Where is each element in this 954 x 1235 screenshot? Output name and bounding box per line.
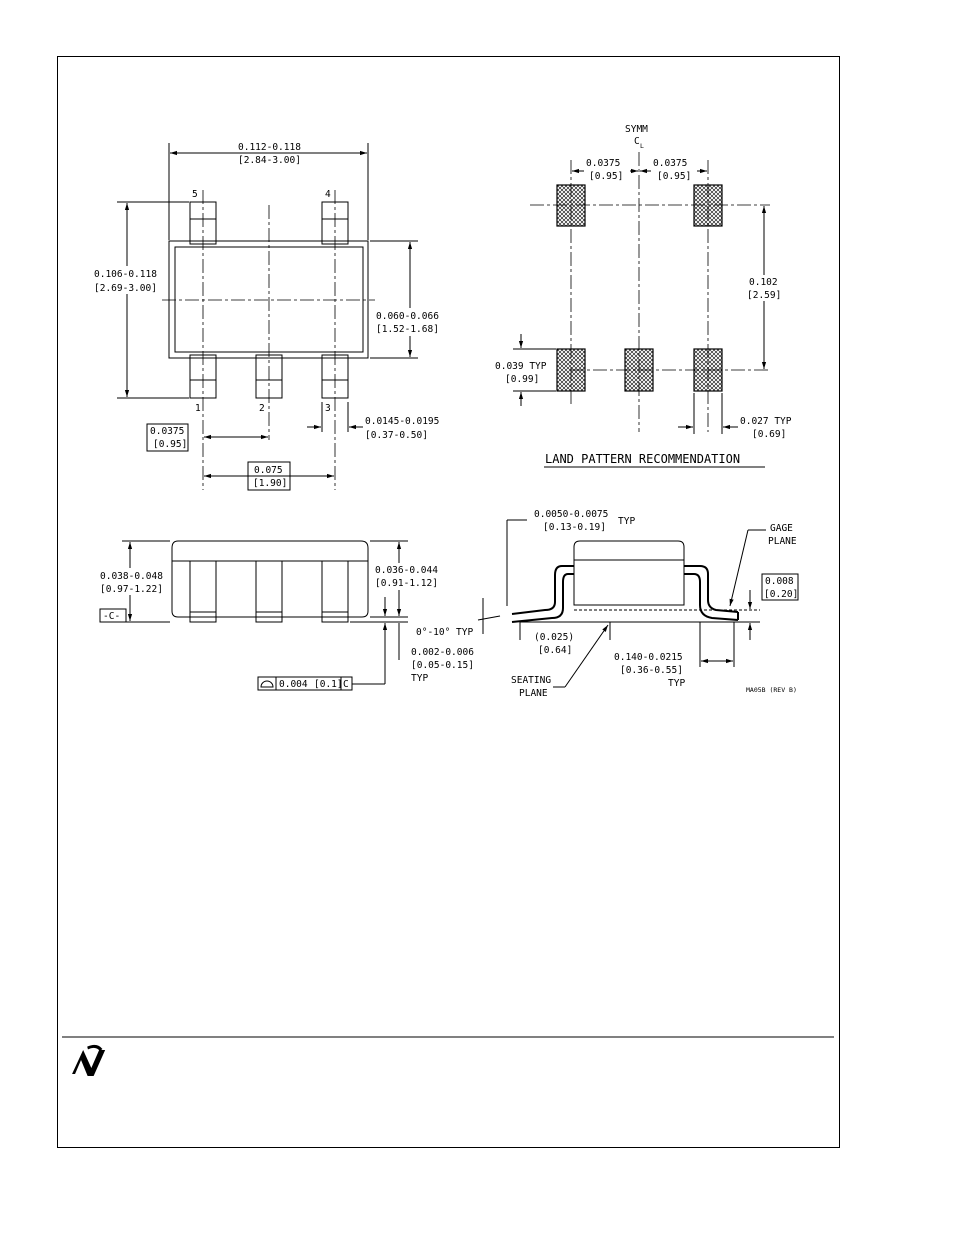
land-pad [556, 184, 586, 227]
row-spacing-mm-label: [2.59] [747, 290, 781, 301]
seating-plane-label-2: PLANE [519, 688, 548, 699]
pin-pitch-label: 0.0375 [150, 426, 184, 437]
angle-label: 0°-10° TYP [416, 627, 473, 638]
flatness-value: 0.004 [279, 679, 308, 690]
lead-width-label: 0.0145-0.0195 [365, 416, 439, 427]
land-pad [624, 348, 654, 392]
lead-thickness-mm-label: [0.13-0.19] [543, 522, 606, 533]
standoff-label: 0.002-0.006 [411, 647, 474, 658]
pad-width-label: 0.027 TYP [740, 416, 792, 427]
pad-width-mm-label: [0.69] [752, 429, 786, 440]
overall-length-label: 0.106-0.118 [94, 269, 157, 280]
side-lead [321, 560, 349, 623]
pin-1-label: 1 [195, 403, 201, 414]
seating-plane-label-1: SEATING [511, 675, 551, 686]
top-view: 0.112-0.118 [2.84-3.00] 5 4 1 2 3 0.106-… [92, 142, 444, 491]
detail-body [573, 540, 685, 606]
pitch-right-label: 0.0375 [653, 158, 687, 169]
drawing-frame [57, 56, 840, 1148]
gage-plane-label-2: PLANE [768, 536, 797, 547]
side-body [171, 540, 369, 618]
overall-length-mm-label: [2.69-3.00] [94, 283, 157, 294]
foot-ref-mm-label: [0.64] [538, 645, 572, 656]
body-width-mm-label: [1.52-1.68] [376, 324, 439, 335]
pin-pitch-mm-label: [0.95] [153, 439, 187, 450]
pin-span-label: 0.075 [254, 465, 283, 476]
foot-ref-label: (0.025) [534, 632, 574, 643]
land-pad [556, 348, 586, 392]
standoff-mm-label: [0.05-0.15] [411, 660, 474, 671]
gage-value-label: 0.008 [765, 576, 794, 587]
flatness-control-frame: 0.004 [0.1] C [257, 676, 353, 691]
symm-label: SYMM [625, 124, 648, 135]
foot-length-label: 0.140-0.0215 [614, 652, 683, 663]
pin-3-label: 3 [325, 403, 331, 414]
gage-plane-label-1: GAGE [770, 523, 793, 534]
pitch-left-label: 0.0375 [586, 158, 620, 169]
profile-symbol-icon [260, 680, 274, 688]
pitch-right-mm-label: [0.95] [657, 171, 691, 182]
pin-2-label: 2 [259, 403, 265, 414]
overall-width-label: 0.112-0.118 [238, 142, 301, 153]
body-height-mm-label: [0.91-1.12] [375, 578, 438, 589]
side-height-label: 0.038-0.048 [100, 571, 163, 582]
side-lead [189, 560, 217, 623]
foot-length-typ-label: TYP [668, 678, 685, 689]
centerline-label: C [634, 136, 640, 147]
lead-thickness-typ-label: TYP [618, 516, 635, 527]
flatness-datum: C [343, 679, 349, 690]
land-pad [693, 184, 723, 227]
flatness-mm: [0.1] [314, 679, 343, 690]
land-pad [693, 348, 723, 392]
lead-width-mm-label: [0.37-0.50] [365, 430, 428, 441]
pin-4-label: 4 [325, 189, 331, 200]
lead-thickness-label: 0.0050-0.0075 [534, 509, 608, 520]
gage-value-mm-label: [0.20] [764, 589, 798, 600]
package-body-outer [168, 240, 369, 359]
pad-length-mm-label: [0.99] [505, 374, 539, 385]
pitch-left-mm-label: [0.95] [589, 171, 623, 182]
lead-detail: 0.0050-0.0075 [0.13-0.19] TYP GAGE PLANE… [416, 509, 799, 699]
land-pattern: SYMM C L 0.0375 [0.95] 0.0375 [0.95] 0.1… [495, 124, 792, 468]
row-spacing-label: 0.102 [749, 277, 778, 288]
national-semiconductor-logo-icon [72, 1044, 106, 1076]
standoff-typ-label: TYP [411, 673, 428, 684]
side-lead [255, 560, 283, 623]
centerline-sub-label: L [640, 142, 644, 150]
drawing-id-label: MA05B (REV B) [746, 686, 797, 694]
foot-length-mm-label: [0.36-0.55] [620, 665, 683, 676]
side-height-mm-label: [0.97-1.22] [100, 584, 163, 595]
land-pattern-title: LAND PATTERN RECOMMENDATION [545, 452, 740, 466]
side-view: 0.038-0.048 [0.97-1.22] -C- 0.036-0.044 … [98, 540, 474, 691]
datum-c-label: -C- [103, 611, 120, 622]
overall-width-mm-label: [2.84-3.00] [238, 155, 301, 166]
body-height-label: 0.036-0.044 [375, 565, 438, 576]
pin-5-label: 5 [192, 189, 198, 200]
pad-length-label: 0.039 TYP [495, 361, 547, 372]
pin-span-mm-label: [1.90] [253, 478, 287, 489]
body-width-label: 0.060-0.066 [376, 311, 439, 322]
